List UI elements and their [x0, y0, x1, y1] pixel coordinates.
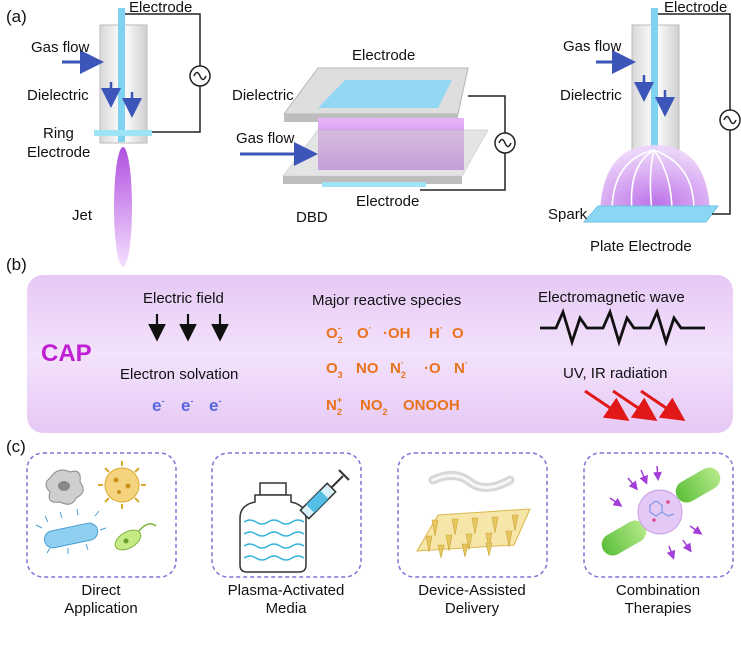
species-n2-radical: N2·: [390, 358, 406, 380]
dbd-electrode-top-label: Electrode: [352, 47, 415, 64]
card-label-line1: Device-Assisted: [418, 582, 526, 599]
spark-plate-electrode-label: Plate Electrode: [590, 238, 692, 255]
species-h-radical: H·: [429, 323, 443, 342]
card-label-line1: Combination: [616, 582, 700, 599]
protozoan-icon: [114, 523, 157, 551]
radiation-arrow-icon: [612, 389, 658, 422]
cap-title: CAP: [41, 340, 92, 367]
card-border: [26, 452, 177, 578]
panel-label-c: (c): [6, 437, 26, 456]
electron-solvation-label: Electron solvation: [120, 366, 238, 383]
jet-gas-flow-label: Gas flow: [31, 39, 90, 56]
jet-ring-label-1: Ring: [43, 125, 74, 142]
jet-ring-label-2: Electrode: [27, 144, 90, 161]
molecule-icon: [649, 500, 675, 522]
card-label-line1: Plasma-Activated: [228, 582, 345, 599]
spark-plate-electrode: [582, 205, 719, 223]
spark-label: Spark: [548, 206, 588, 223]
dbd-electrode-bottom-label: Electrode: [356, 193, 419, 210]
card-combination-therapies: Combination Therapies: [583, 452, 734, 617]
dbd-device: Electrode Dielectric Gas flow Electrode …: [232, 47, 516, 226]
electric-field-arrows: [148, 314, 229, 342]
species-oh-radical: ·OH: [383, 325, 411, 342]
dbd-gas-flow-label: Gas flow: [236, 130, 295, 147]
jet-caption: Jet: [72, 207, 93, 224]
card-label-line2: Delivery: [445, 600, 500, 617]
electron-symbol: e-: [152, 396, 164, 415]
radiation-arrows: [584, 389, 686, 422]
tube-highlight-icon: [431, 474, 512, 489]
jet-device: Electrode Gas flow Dielectric Ring Elect…: [27, 0, 211, 267]
dbd-top-electrode: [318, 80, 452, 108]
radiation-arrow-icon: [640, 389, 686, 422]
card-device-assisted-delivery: Device-Assisted Delivery: [397, 452, 548, 617]
microneedle-patch-icon: [416, 508, 531, 559]
species-o-radical: O·: [357, 323, 372, 342]
card-plasma-activated-media: Plasma-Activated Media: [211, 452, 362, 617]
species-no: NO: [356, 360, 379, 377]
spark-ac-wave-icon: [723, 115, 737, 125]
spark-gas-flow-label: Gas flow: [563, 38, 622, 55]
bacterium-icon: [35, 508, 107, 554]
species-no2: NO2: [360, 397, 388, 417]
jet-dielectric-label: Dielectric: [27, 87, 89, 104]
jet-plasma-plume: [114, 147, 132, 267]
jet-electrode-label: Electrode: [129, 0, 192, 16]
spark-plasma-dome: [600, 145, 710, 212]
jet-ac-wave-icon: [193, 71, 207, 81]
dbd-bottom-electrode: [322, 182, 426, 187]
card-direct-application: Direct Application: [26, 452, 177, 617]
nanoparticle-icon: [637, 489, 683, 535]
species-onooh: ONOOH: [403, 397, 460, 414]
dbd-caption: DBD: [296, 209, 328, 226]
card-label-line2: Application: [64, 600, 137, 617]
panel-label-b: (b): [6, 255, 27, 274]
jet-electrode-rod: [118, 8, 125, 142]
spark-electrode-label: Electrode: [664, 0, 727, 16]
electron-symbols: e- e- e-: [152, 396, 221, 415]
species-o-dot: ·O: [424, 360, 441, 377]
jet-ring-electrode: [94, 130, 152, 136]
reactive-species-list: O2- O· ·OH H· O O3 NO N2· ·O N· N2+ NO2 …: [326, 323, 468, 417]
cap-box: [27, 275, 733, 433]
species-o3: O3: [326, 360, 343, 380]
electric-field-label: Electric field: [143, 290, 224, 307]
radiation-arrow-icon: [584, 389, 630, 422]
panel-label-a: (a): [6, 7, 27, 26]
card-label-line2: Media: [266, 600, 308, 617]
uv-ir-label: UV, IR radiation: [563, 365, 668, 382]
capsule-icon: [601, 467, 721, 556]
syringe-icon: [299, 469, 350, 520]
card-label-line1: Direct: [81, 582, 121, 599]
cell-nucleus-icon: [58, 481, 70, 491]
species-o2-minus: O2-: [326, 323, 343, 345]
em-wave-label: Electromagnetic wave: [538, 289, 685, 306]
species-n2-plus: N2+: [326, 395, 342, 417]
spark-dielectric-label: Dielectric: [560, 87, 622, 104]
species-n-radical: N·: [454, 358, 468, 377]
reactive-species-title: Major reactive species: [312, 292, 461, 309]
spark-electrode-rod: [651, 8, 658, 153]
electron-symbol: e-: [181, 396, 193, 415]
plasma-species-arrows: [609, 465, 703, 560]
spark-device: Electrode Gas flow Dielectric Spark Plat…: [548, 0, 741, 255]
species-o: O: [452, 325, 464, 342]
dbd-bottom-dielectric-plate: [281, 129, 489, 177]
dbd-dielectric-label: Dielectric: [232, 87, 294, 104]
card-label-line2: Therapies: [625, 600, 692, 617]
em-wave-icon: [540, 307, 705, 347]
electron-symbol: e-: [209, 396, 221, 415]
virus-icon: [98, 461, 146, 509]
dbd-ac-wave-icon: [498, 138, 512, 148]
